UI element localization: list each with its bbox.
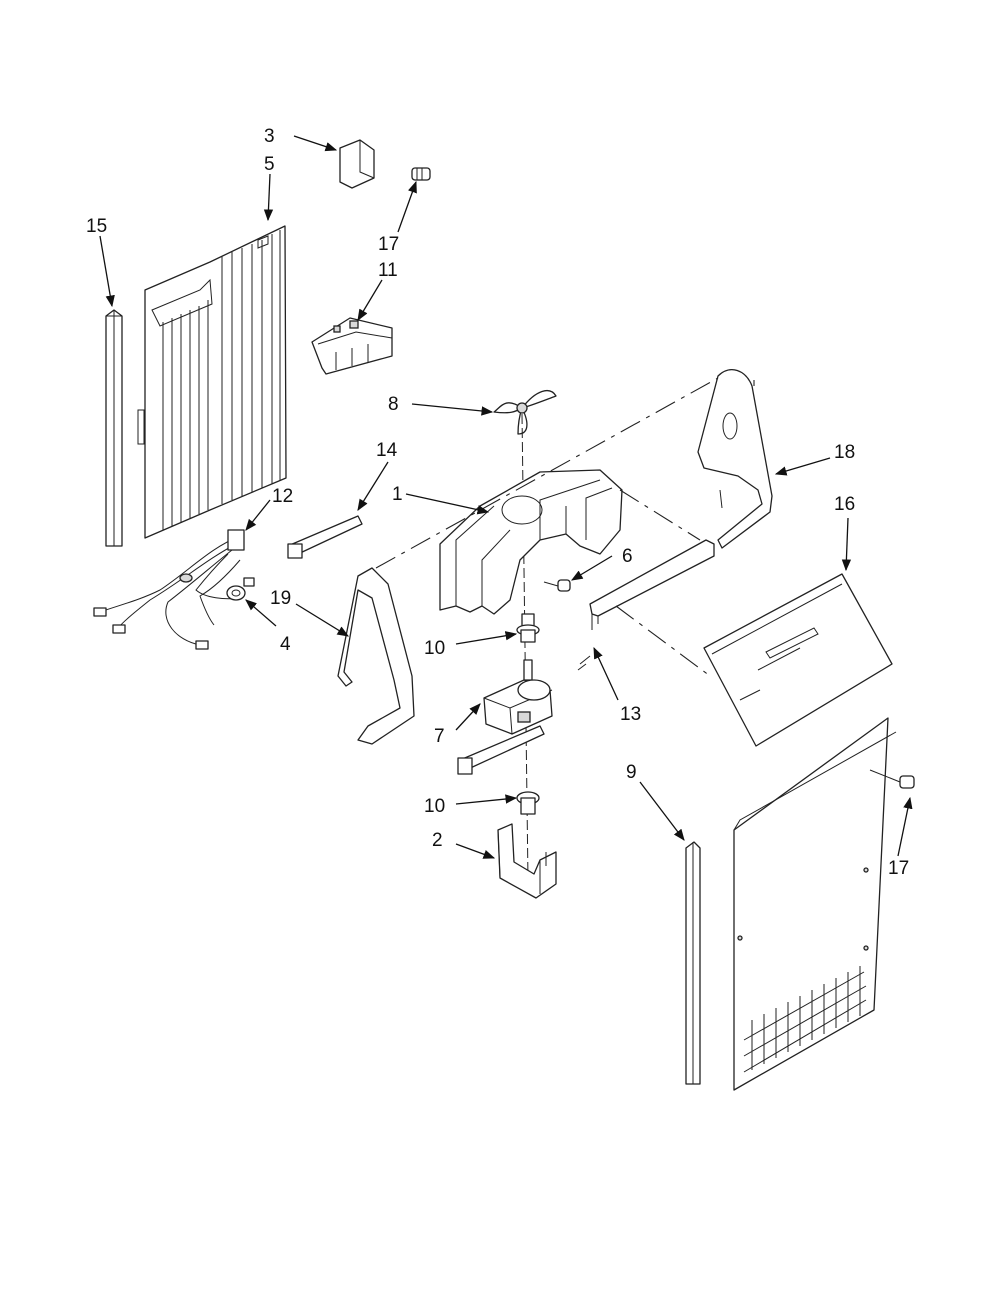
part-12-wire-harness	[93, 529, 255, 650]
part-8-fan-blade	[493, 390, 557, 435]
label-part-4: 4	[280, 634, 291, 655]
label-part-17-upper: 17	[378, 234, 399, 255]
leader-arrows	[99, 135, 913, 859]
label-part-16: 16	[834, 494, 855, 515]
label-part-5: 5	[264, 154, 275, 175]
label-part-1: 1	[392, 484, 403, 505]
part-14-cable-tie	[287, 515, 363, 559]
part-10-bushing-lower	[516, 791, 540, 815]
label-part-9: 9	[626, 762, 637, 783]
label-part-7: 7	[434, 726, 445, 747]
label-part-11: 11	[378, 260, 398, 281]
label-part-2: 2	[432, 830, 443, 851]
part-11-switch-housing	[311, 317, 393, 375]
part-13-bracket-plate	[577, 539, 715, 671]
part-15-trim-strip-left	[105, 309, 123, 547]
part-10-bushing-upper	[516, 613, 540, 643]
label-part-8: 8	[388, 394, 399, 415]
part-17-screw-lower	[869, 769, 915, 789]
part-6-screw	[543, 579, 571, 592]
part-7-fan-motor	[457, 659, 553, 775]
label-part-13: 13	[620, 704, 641, 725]
label-part-18: 18	[834, 442, 855, 463]
part-17-screw-upper	[411, 167, 431, 181]
part-9-trim-strip-right	[685, 841, 701, 1085]
part-number-labels: 3 5 17 11 15 8 14 1 12 19 4 6 10 7 10 2 …	[86, 126, 909, 879]
part-1-fan-shroud	[439, 469, 623, 615]
label-part-10-lower: 10	[424, 796, 445, 817]
part-19-side-bracket	[337, 567, 415, 745]
part-16-cover-panel	[703, 573, 893, 747]
part-18-side-bracket	[697, 369, 773, 549]
label-part-14: 14	[376, 440, 398, 461]
label-part-3: 3	[264, 126, 275, 147]
part-3-bracket	[339, 139, 375, 189]
part-5-back-panel	[137, 225, 287, 539]
assembly-dashed-lines	[375, 377, 755, 677]
front-panel	[733, 717, 897, 1091]
label-part-6: 6	[622, 546, 633, 567]
label-part-12: 12	[272, 486, 293, 507]
label-part-15: 15	[86, 216, 107, 237]
part-4-grommet	[226, 585, 246, 601]
label-part-10-upper: 10	[424, 638, 445, 659]
label-part-19: 19	[270, 588, 291, 609]
label-part-17-lower: 17	[888, 858, 909, 879]
part-2-motor-bracket	[497, 823, 557, 899]
